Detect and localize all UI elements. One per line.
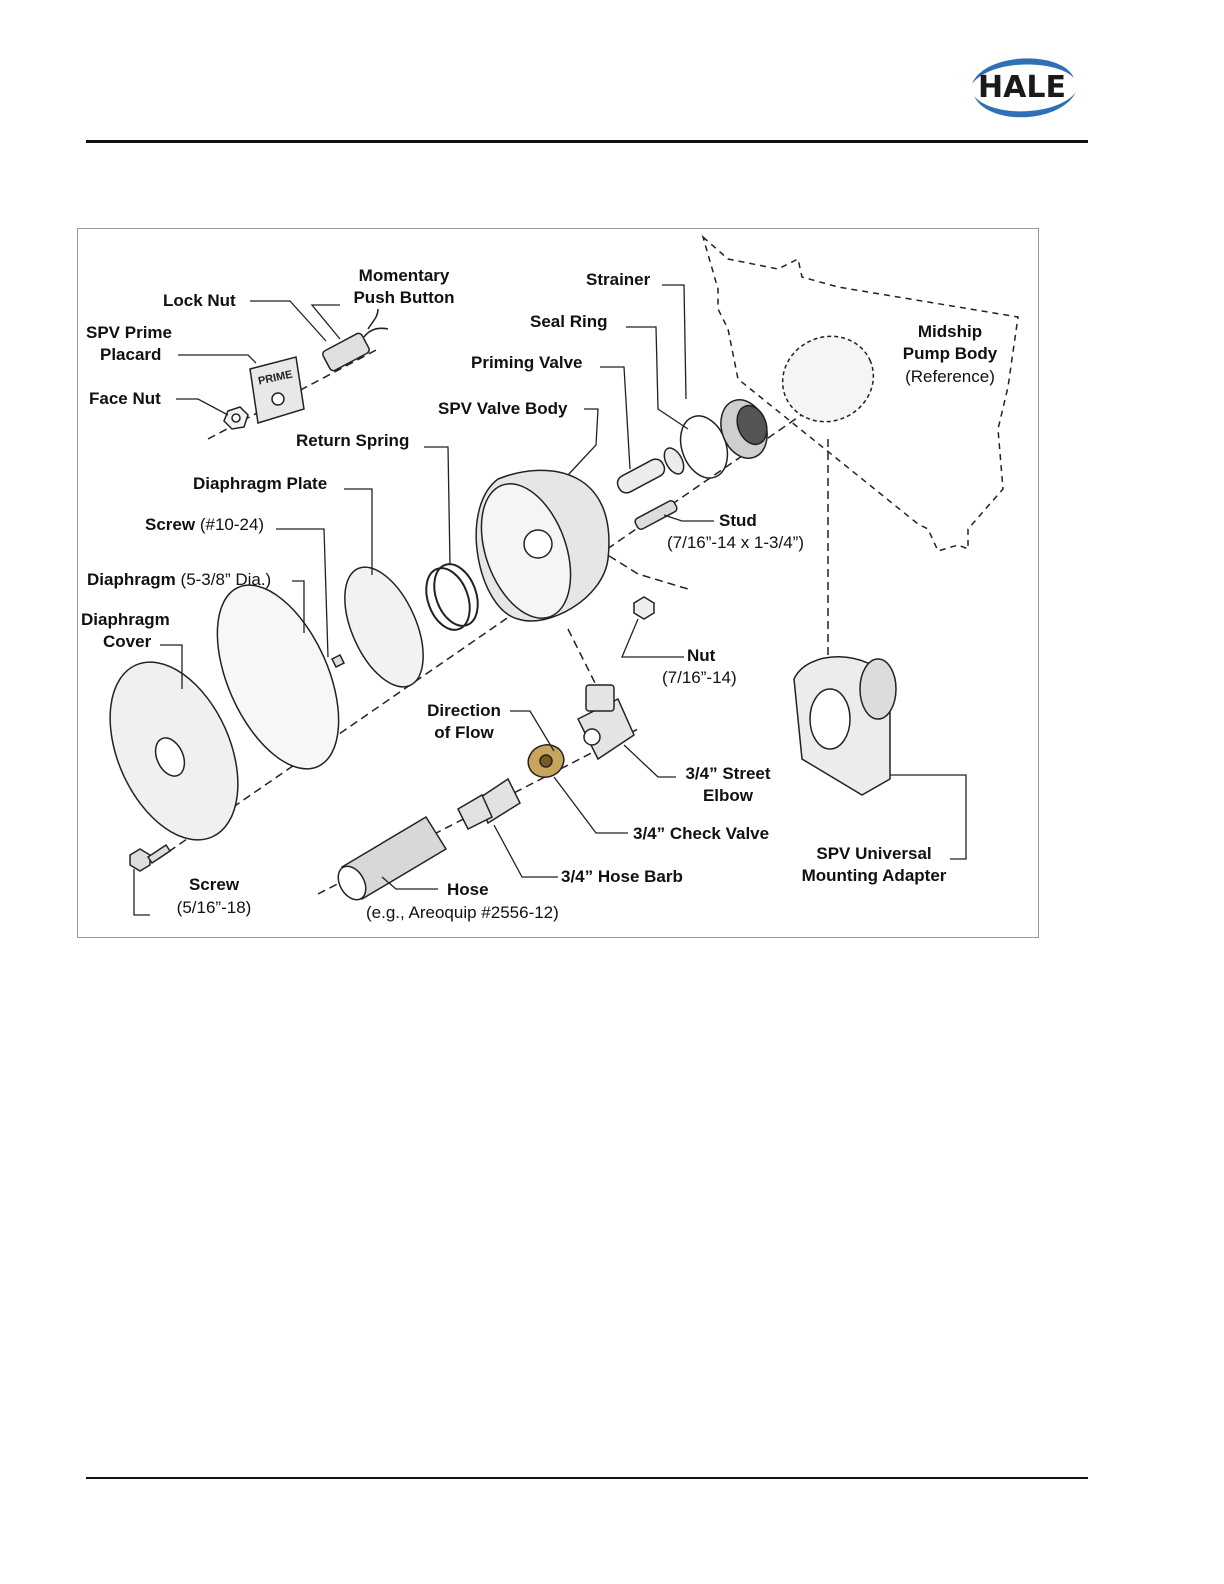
pump-body-outline [701, 234, 1019, 552]
pump-body-flange [781, 335, 875, 423]
label-screw-large: Screw [188, 875, 240, 894]
label-stud-spec: (7/16”-14 x 1-3/4”) [667, 533, 804, 552]
nut [633, 596, 655, 620]
stud [634, 500, 678, 530]
label-spv-valve-body: SPV Valve Body [438, 399, 568, 418]
mounting-adapter [793, 656, 897, 796]
label-spv-adapter-1: SPV Universal [816, 844, 932, 863]
hale-logo: HALE [962, 48, 1082, 128]
label-street-elbow-2: Elbow [702, 786, 754, 805]
push-button [322, 308, 389, 372]
check-valve [527, 744, 565, 778]
label-direction-2: of Flow [434, 723, 494, 742]
diaphragm-plate [344, 566, 424, 688]
label-spv-prime-2: Placard [100, 345, 162, 364]
label-hose-spec: (e.g., Areoquip #2556-12) [366, 903, 559, 922]
leader-lines [133, 284, 967, 916]
label-midship-1: Midship [917, 322, 983, 341]
diaphragm [216, 584, 340, 770]
small-screw [330, 653, 346, 669]
label-screw-large-spec: (5/16”-18) [176, 898, 252, 917]
exploded-diagram: PRIME [109, 234, 1019, 916]
label-momentary-2: Push Button [353, 288, 455, 307]
label-screw-small: Screw (#10-24) [145, 515, 265, 534]
label-nut-spec: (7/16”-14) [662, 668, 737, 687]
street-elbow [576, 684, 635, 761]
label-face-nut: Face Nut [89, 389, 161, 408]
label-spv-prime-1: SPV Prime [86, 323, 172, 342]
label-direction-1: Direction [427, 701, 501, 720]
logo-text: HALE [978, 70, 1066, 105]
label-priming-valve: Priming Valve [471, 353, 583, 372]
label-check-valve: 3/4” Check Valve [633, 824, 770, 843]
large-screw [129, 843, 172, 872]
label-street-elbow-1: 3/4” Street [685, 764, 771, 783]
label-return-spring: Return Spring [296, 431, 410, 450]
label-lock-nut: Lock Nut [163, 291, 236, 310]
hose-barb [457, 777, 521, 831]
strainer [720, 399, 768, 459]
footer-rule [86, 1477, 1088, 1479]
hose [337, 815, 448, 901]
exploded-view-figure: PRIME [77, 228, 1039, 938]
label-midship-3: (Reference) [905, 367, 995, 386]
return-spring [425, 563, 479, 631]
label-momentary-1: Momentary [358, 266, 450, 285]
label-diaphragm-cover-2: Cover [103, 632, 152, 651]
label-strainer: Strainer [586, 270, 651, 289]
label-seal-ring: Seal Ring [530, 312, 608, 331]
label-diaphragm-plate: Diaphragm Plate [193, 474, 328, 493]
header-rule [86, 140, 1088, 143]
label-nut: Nut [687, 646, 716, 665]
spv-valve-body [475, 469, 610, 622]
diaphragm-cover [109, 661, 239, 841]
label-hose-barb: 3/4” Hose Barb [561, 867, 683, 886]
label-stud: Stud [719, 511, 757, 530]
face-nut [223, 406, 249, 430]
label-midship-2: Pump Body [902, 344, 998, 363]
priming-valve [616, 447, 685, 494]
prime-placard: PRIME [249, 356, 305, 424]
label-diaphragm: Diaphragm (5-3/8” Dia.) [87, 570, 272, 589]
label-diaphragm-cover-1: Diaphragm [81, 610, 170, 629]
label-hose: Hose [447, 880, 489, 899]
label-spv-adapter-2: Mounting Adapter [801, 866, 947, 885]
